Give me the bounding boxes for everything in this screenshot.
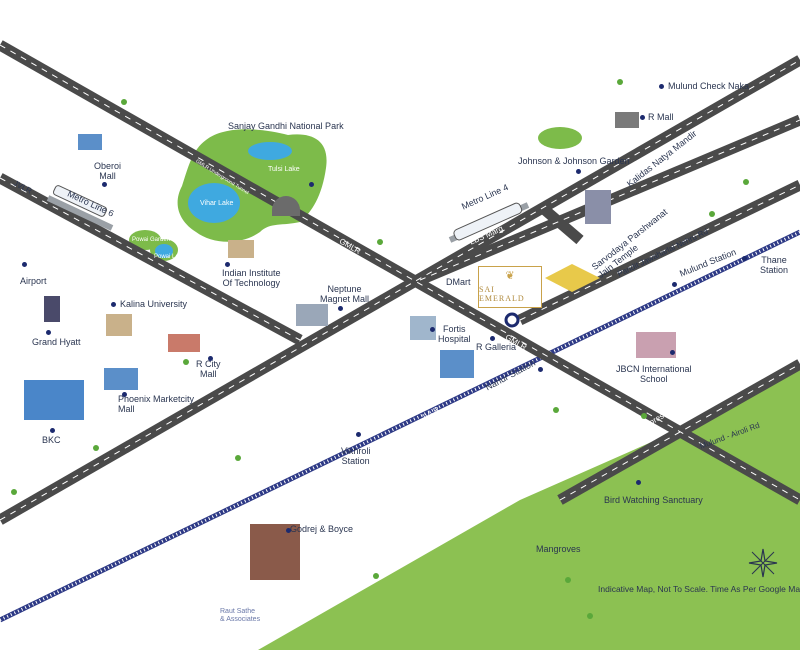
dot-jj-garden <box>576 169 581 174</box>
brand-logo-icon: ❦ <box>505 270 515 282</box>
label-vihar-lake: Vihar Lake <box>200 200 234 207</box>
metro-train-4 <box>453 202 523 241</box>
building-icons <box>24 112 676 580</box>
dot-r-galleria <box>490 336 495 341</box>
dot-iit <box>225 262 230 267</box>
label-iit: Indian Institute Of Technology <box>222 268 281 288</box>
label-airport: Airport <box>20 276 47 286</box>
label-sanjay-gandhi-np: Sanjay Gandhi National Park <box>228 121 344 131</box>
label-oberoi-mall: Oberoi Mall <box>94 161 122 181</box>
label-mangroves: Mangroves <box>536 544 581 554</box>
label-r-galleria: R Galleria <box>476 342 517 352</box>
trees <box>11 79 749 619</box>
dot-kalina <box>111 302 116 307</box>
label-phoenix-marketcity: Phoenix Marketcity Mall <box>118 394 195 414</box>
road-link <box>541 205 584 245</box>
dot-grand-hyatt <box>46 330 51 335</box>
label-godrej-boyce: Godrej & Boyce <box>290 524 354 534</box>
label-dmart: DMart <box>446 277 471 287</box>
label-neptune-magnet-mall: Neptune Magnet Mall <box>320 284 370 304</box>
dot-sgnp <box>309 182 314 187</box>
metro-train-6 <box>52 185 108 217</box>
tulsi-lake-water <box>248 142 292 160</box>
label-tulsi-lake: Tulsi Lake <box>268 166 300 173</box>
dot-neptune <box>338 306 343 311</box>
metro-line-6-track <box>46 195 114 231</box>
powai-lake-inner <box>155 244 173 258</box>
map-disclaimer: Indicative Map, Not To Scale. Time As Pe… <box>598 584 800 594</box>
label-powai-lake: Powai Lake <box>154 254 186 260</box>
label-bkc: BKC <box>42 435 61 445</box>
label-jbcn-school: JBCN International School <box>616 364 692 384</box>
brand-name: SAI EMERALD <box>479 285 525 303</box>
project-marker <box>504 312 520 328</box>
dot-bkc <box>50 428 55 433</box>
label-powai-garden: Powai Garden <box>132 237 171 243</box>
dot-r-city <box>208 356 213 361</box>
dot-thane <box>742 256 747 261</box>
dot-fortis <box>430 327 435 332</box>
dot-oberoi <box>102 182 107 187</box>
label-fortis-hospital: Fortis Hospital <box>438 324 471 344</box>
project-brand-box: ❦ SAI EMERALD <box>478 266 542 308</box>
label-r-city-mall: R City Mall <box>196 359 221 379</box>
jj-garden-area <box>538 127 582 149</box>
label-thane-station: Thane Station <box>759 255 789 275</box>
label-grand-hyatt: Grand Hyatt <box>32 337 81 347</box>
label-bird-sanctuary: Bird Watching Sanctuary <box>604 495 703 505</box>
label-mulund-check-naka: Mulund Check Naka <box>668 81 750 91</box>
dot-nahur <box>538 367 543 372</box>
dot-mulund-check-naka <box>659 84 664 89</box>
vihar-lake-water <box>188 183 240 223</box>
dot-godrej <box>286 528 291 533</box>
dot-phoenix <box>122 392 127 397</box>
label-jj-garden: Johnson & Johnson Garden <box>518 156 630 166</box>
dot-r-mall <box>640 115 645 120</box>
label-kalina-university: Kalina University <box>120 299 188 309</box>
dot-jbcn <box>670 350 675 355</box>
label-vikhroli-station: Vikhroli Station <box>341 446 371 466</box>
compass-icon <box>748 548 778 578</box>
railway-main-ties <box>0 230 800 622</box>
dot-airport <box>22 262 27 267</box>
dot-bird-sanctuary <box>636 480 641 485</box>
partner-logo-text: Raut Sathe & Associates <box>220 608 261 623</box>
dot-vikhroli <box>356 432 361 437</box>
tunnel-entrance <box>272 196 300 216</box>
dot-mulund-station <box>672 282 677 287</box>
label-r-mall: R Mall <box>648 112 674 122</box>
